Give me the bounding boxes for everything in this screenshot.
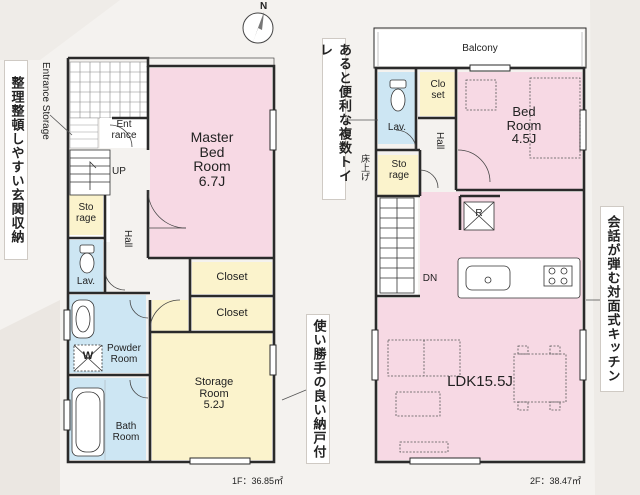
stairs-1f (69, 149, 111, 196)
doors-2f (395, 129, 491, 189)
storage-1f-fill (68, 195, 103, 235)
master-bed-room-fill (150, 68, 272, 258)
closet-2-fill (192, 298, 272, 330)
bathtub (71, 387, 105, 457)
stairs-2f (379, 197, 415, 294)
callout-storage: 使い勝手の良い納戸付 (306, 314, 330, 464)
bed-room-2f-fill (458, 72, 582, 190)
storage-room-fill (152, 332, 272, 460)
toilet-1f (79, 244, 95, 274)
washbasin-1f (71, 299, 95, 339)
entrance-tiles (69, 61, 149, 119)
storage-2f-fill (378, 155, 418, 195)
callout-entrance-storage: 整理整頓しやすい玄関収納 (4, 60, 28, 260)
compass-icon (242, 12, 274, 44)
closet-1-fill (192, 262, 272, 294)
closet-2f-fill (420, 72, 456, 116)
ldk-furniture (387, 339, 567, 453)
callout-kitchen: 会話が弾む対面式キッチン (600, 206, 624, 392)
fridge (463, 201, 495, 231)
ldk-fill (378, 298, 582, 460)
washer (73, 344, 103, 372)
kitchen-counter (457, 257, 581, 299)
balcony-fill (374, 30, 584, 66)
bed-2f (465, 77, 581, 159)
toilet-2f (389, 79, 407, 112)
callout-entrance-storage-en: Entrance Storage (40, 62, 51, 140)
floor-area-2f: 2F：38.47㎡ (530, 476, 582, 486)
floor-area-1f: 1F：36.85㎡ (232, 476, 284, 486)
doors-1f (104, 124, 187, 399)
